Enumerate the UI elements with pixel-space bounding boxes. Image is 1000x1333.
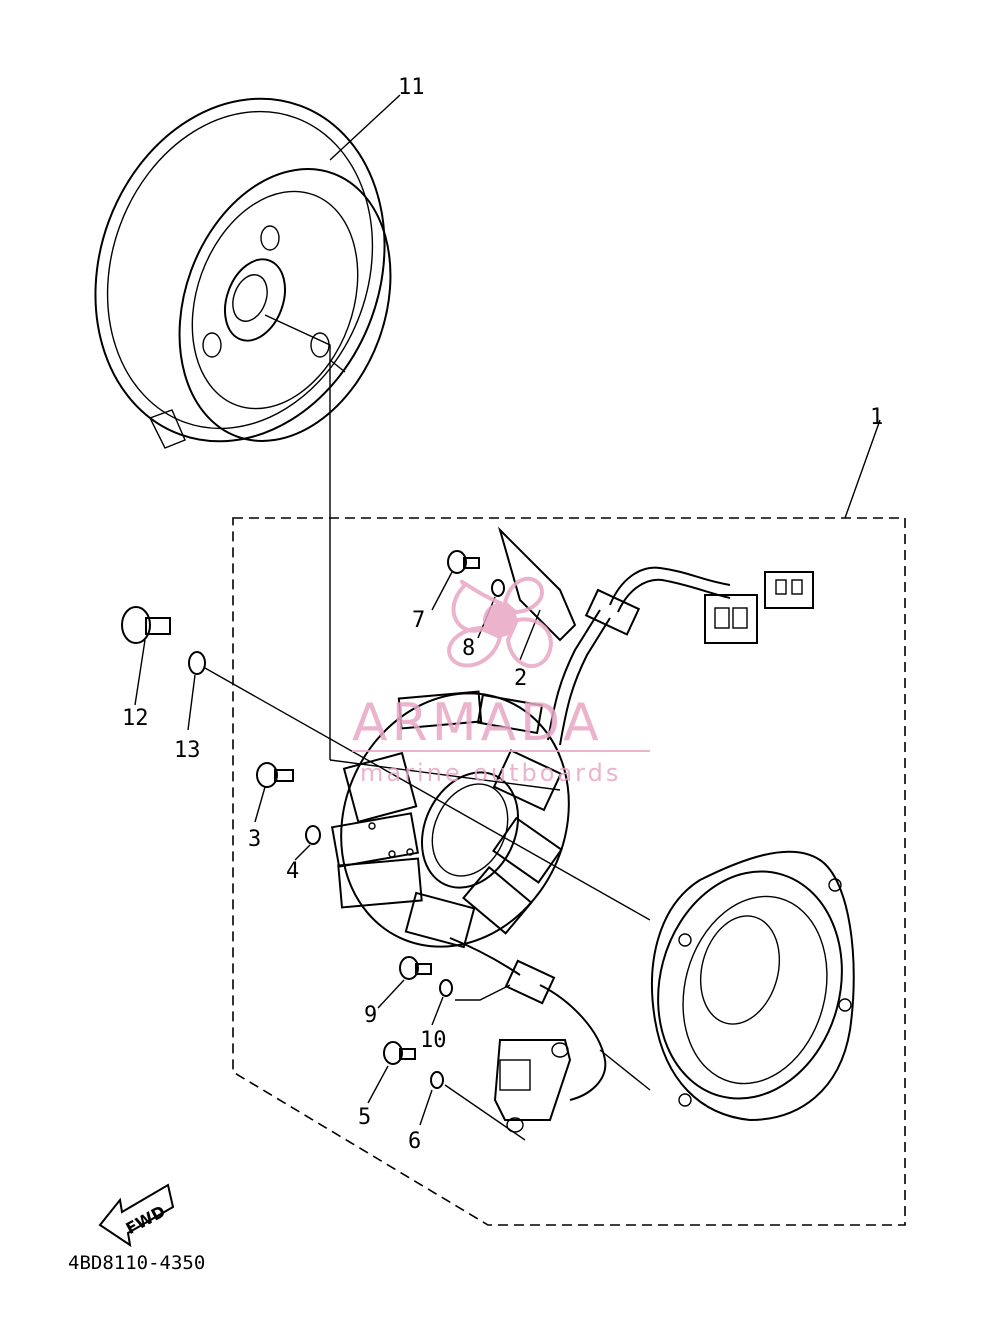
- wire-harness: [547, 566, 731, 746]
- washer-13: [188, 651, 206, 675]
- leader-lines: [134, 94, 881, 1141]
- connector-plug-small: [764, 571, 814, 609]
- pickup-coil: [449, 937, 607, 1133]
- callout-11: 11: [398, 75, 425, 100]
- stator-housing-cover: [651, 850, 855, 1122]
- callout-5: 5: [358, 1105, 371, 1130]
- callout-12: 12: [122, 706, 149, 731]
- screw-7: [447, 550, 480, 574]
- washer-6: [430, 1071, 444, 1089]
- callout-4: 4: [286, 859, 299, 884]
- washer-4: [305, 825, 321, 845]
- flywheel-rotor: [94, 97, 392, 449]
- callout-6: 6: [408, 1129, 421, 1154]
- callout-8: 8: [462, 636, 475, 661]
- connector-plug-large: [704, 594, 758, 644]
- screw-9: [399, 956, 432, 980]
- bolt-12: [121, 606, 171, 644]
- callout-7: 7: [412, 608, 425, 633]
- callout-2: 2: [514, 666, 527, 691]
- screw-3: [256, 762, 294, 788]
- callout-9: 9: [364, 1003, 377, 1028]
- callout-13: 13: [174, 738, 201, 763]
- diagram-code: 4BD8110-4350: [68, 1252, 205, 1274]
- callout-3: 3: [248, 827, 261, 852]
- washer-10: [439, 979, 453, 997]
- callout-10: 10: [420, 1028, 447, 1053]
- wire-clamp-bracket: [497, 526, 577, 642]
- callout-1: 1: [870, 405, 883, 430]
- washer-8: [491, 579, 505, 597]
- assembly-dashed-outline: [232, 517, 906, 1226]
- watermark-brand: ARMADA: [352, 693, 603, 753]
- propeller-logo: [447, 576, 553, 668]
- armada-watermark: ARMADA marine outboards: [352, 576, 650, 787]
- watermark-tagline: marine outboards: [360, 759, 621, 787]
- screw-5: [383, 1041, 416, 1065]
- fwd-arrow-icon: FWD: [98, 1183, 175, 1248]
